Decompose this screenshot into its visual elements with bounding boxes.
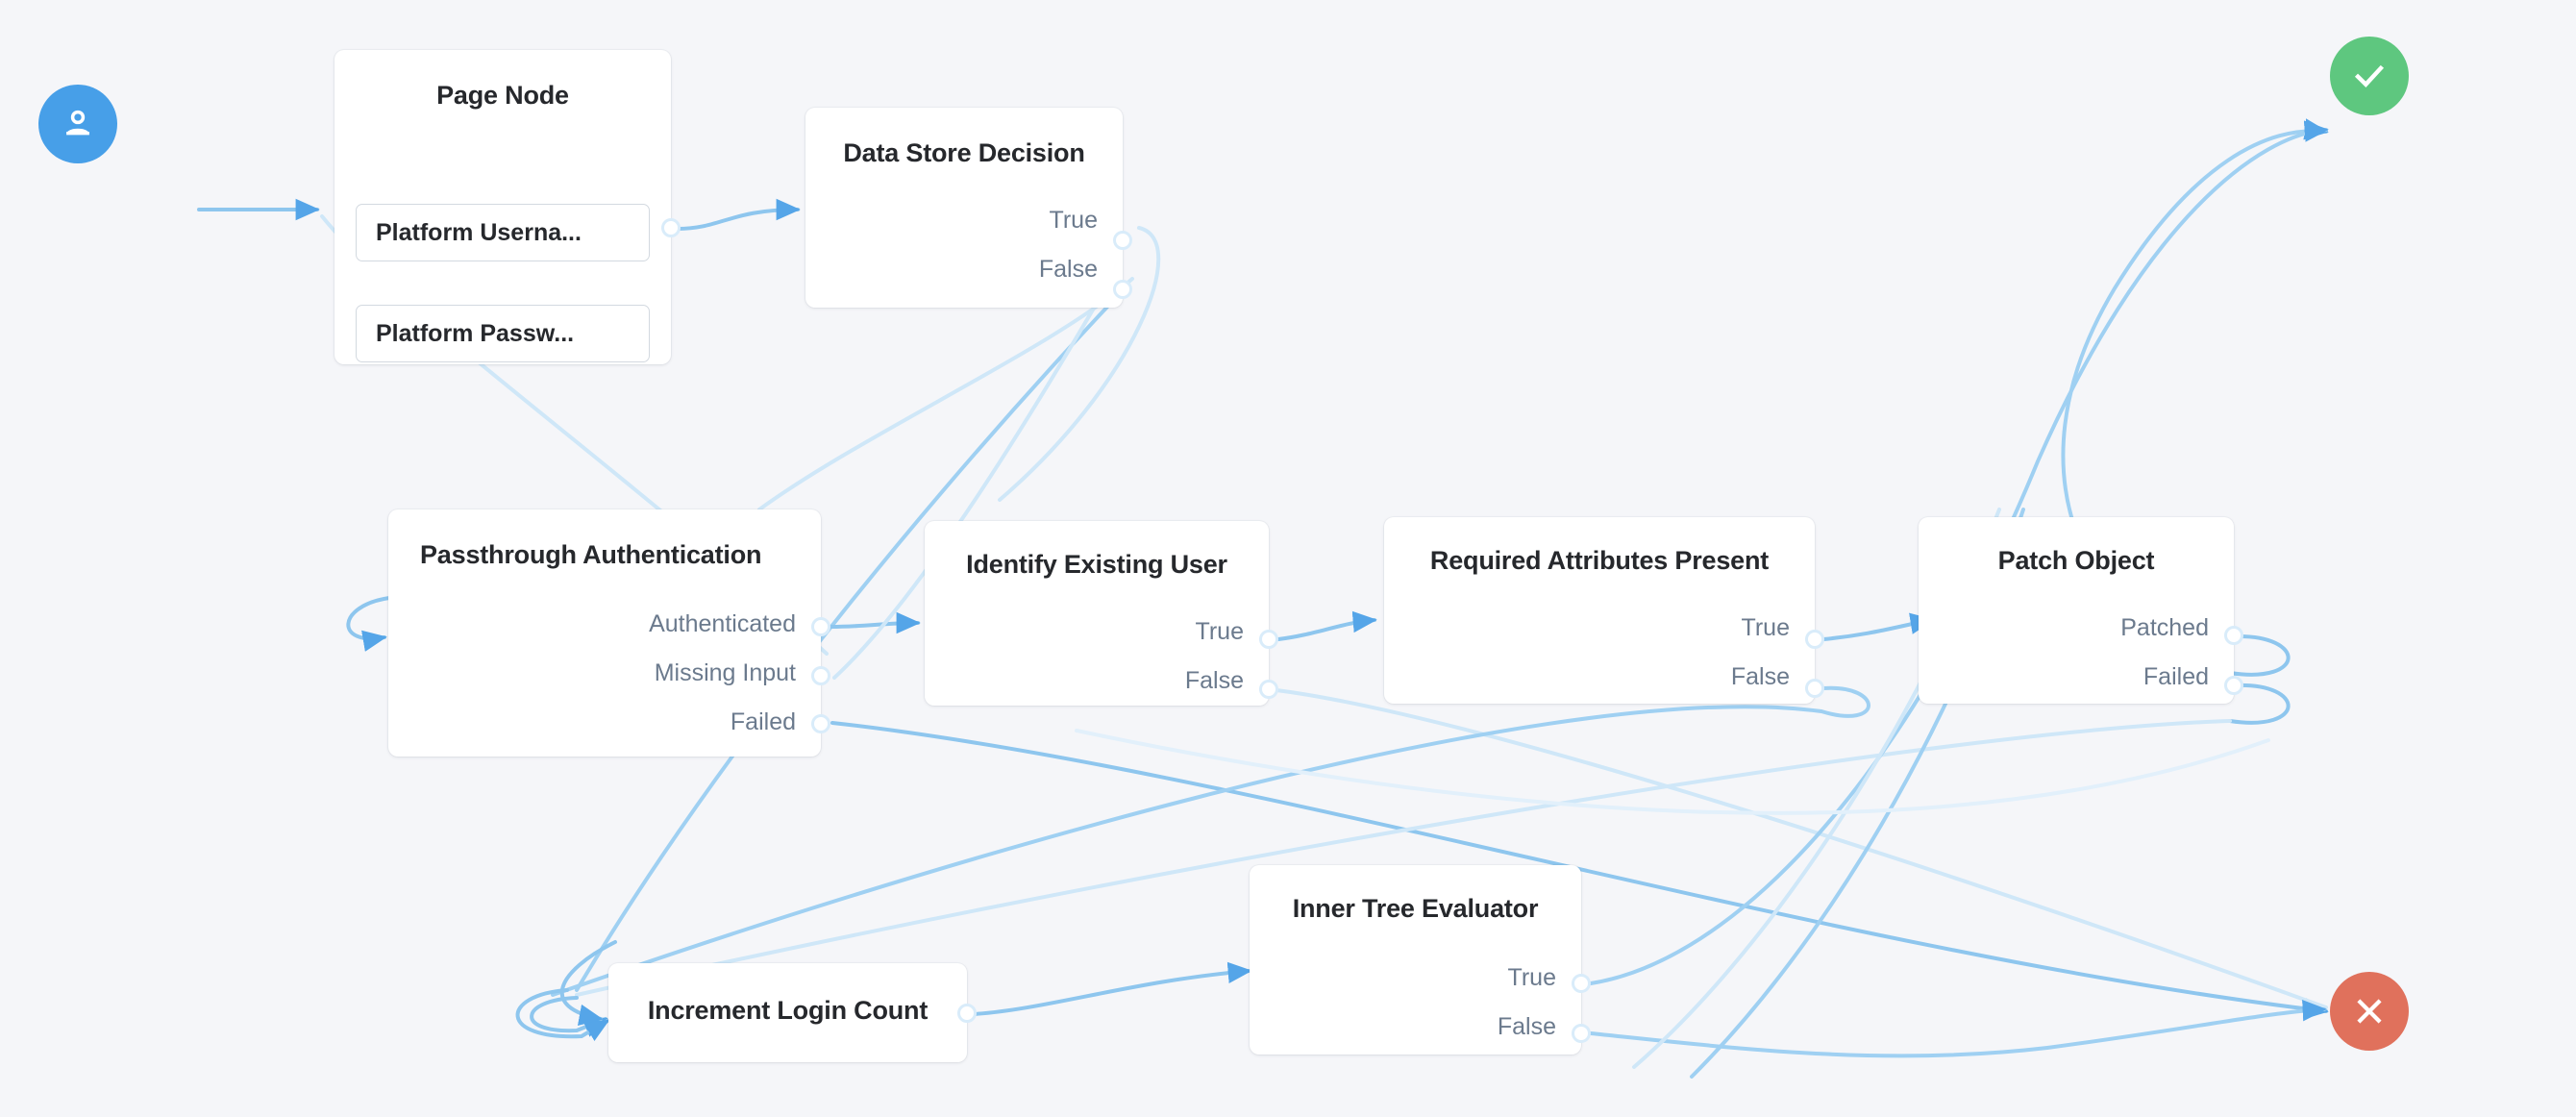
check-icon: [2354, 64, 2385, 87]
output-port-false[interactable]: [1113, 280, 1132, 299]
outcome-list: True False: [1731, 604, 1790, 702]
outcome-list: Patched Failed: [2120, 604, 2209, 702]
outcome-list: True False: [1185, 608, 1244, 706]
node-title: Required Attributes Present: [1429, 546, 1770, 575]
edge-increment-to-inner-tree: [972, 961, 1252, 1016]
node-title: Inner Tree Evaluator: [1292, 894, 1539, 923]
edge-required-true-to-patch: [1821, 612, 1935, 641]
output-port[interactable]: [957, 1004, 977, 1023]
outcome-patched[interactable]: Patched: [2120, 614, 2209, 641]
outcome-true[interactable]: True: [1741, 614, 1790, 641]
edge-loop-into-passthrough: [346, 596, 391, 652]
output-port-missing-input[interactable]: [811, 666, 830, 685]
outcome-authenticated[interactable]: Authenticated: [649, 610, 796, 637]
edge-loop-into-increment-a: [530, 996, 608, 1037]
callout-label: Platform Userna...: [376, 218, 582, 246]
user-icon: [66, 110, 89, 136]
outcome-false[interactable]: False: [1184, 667, 1244, 694]
close-icon: [2357, 999, 2382, 1024]
outcome-failed[interactable]: Failed: [2143, 663, 2209, 690]
edge-passthrough-authenticated: [830, 611, 921, 634]
output-port-true[interactable]: [1572, 974, 1591, 993]
edge-data-store-false-to-passthrough: [757, 277, 1134, 511]
node-inner-tree-evaluator[interactable]: Inner Tree Evaluator True False: [1250, 865, 1591, 1055]
node-title: Data Store Decision: [843, 138, 1085, 167]
outcome-false[interactable]: False: [1038, 256, 1098, 283]
callout-platform-username[interactable]: Platform Userna...: [356, 204, 650, 261]
edge-loop-into-increment-c: [559, 940, 617, 1026]
node-passthrough-authentication[interactable]: Passthrough Authentication Authenticated…: [388, 509, 830, 757]
edge-identify-true: [1276, 610, 1377, 641]
failure-node[interactable]: [2330, 972, 2409, 1051]
node-data-store-decision[interactable]: Data Store Decision True False: [805, 108, 1132, 308]
callout-platform-password[interactable]: Platform Passw...: [356, 305, 650, 362]
outcome-list: Authenticated Missing Input Failed: [649, 600, 796, 747]
edge-page-node-to-data-store: [676, 198, 801, 231]
output-port-false[interactable]: [1805, 679, 1824, 698]
success-node[interactable]: [2330, 37, 2409, 115]
node-title: Patch Object: [1997, 546, 2155, 575]
node-title: Identify Existing User: [966, 550, 1227, 579]
node-page-node[interactable]: Page Node Platform Userna... Platform Pa…: [334, 50, 681, 364]
outcome-true[interactable]: True: [1507, 964, 1556, 991]
edge-loop-into-increment-b: [515, 988, 610, 1042]
output-port-false[interactable]: [1572, 1024, 1591, 1043]
output-port-failed[interactable]: [811, 714, 830, 733]
node-identify-existing-user[interactable]: Identify Existing User True False: [925, 521, 1278, 706]
outcome-list: True False: [1498, 954, 1556, 1052]
outcome-false[interactable]: False: [1497, 1013, 1556, 1040]
outcome-missing-input[interactable]: Missing Input: [654, 659, 796, 686]
output-port-true[interactable]: [1259, 630, 1278, 649]
node-title: Increment Login Count: [647, 996, 929, 1025]
node-title: Page Node: [436, 81, 569, 110]
node-patch-object[interactable]: Patch Object Patched Failed: [1919, 517, 2243, 704]
edge-cross-long-faint: [1075, 729, 2270, 815]
output-port-true[interactable]: [1113, 231, 1132, 250]
outcome-failed[interactable]: Failed: [730, 708, 796, 735]
node-increment-login-count[interactable]: Increment Login Count: [608, 963, 977, 1062]
node-title: Passthrough Authentication: [420, 540, 762, 569]
output-port-true[interactable]: [1805, 630, 1824, 649]
edge-inner-tree-false-to-failure: [1589, 999, 2327, 1058]
output-port-authenticated[interactable]: [811, 617, 830, 636]
outcome-false[interactable]: False: [1730, 663, 1790, 690]
outcome-true[interactable]: True: [1195, 618, 1244, 645]
outcome-list: True False: [1039, 196, 1098, 294]
callout-label: Platform Passw...: [376, 319, 575, 347]
output-port-false[interactable]: [1259, 680, 1278, 699]
output-port-failed[interactable]: [2224, 676, 2243, 695]
output-port-patched[interactable]: [2224, 626, 2243, 645]
output-port[interactable]: [661, 218, 681, 237]
outcome-true[interactable]: True: [1049, 207, 1098, 234]
node-required-attributes-present[interactable]: Required Attributes Present True False: [1384, 517, 1824, 704]
start-node[interactable]: [38, 85, 117, 163]
